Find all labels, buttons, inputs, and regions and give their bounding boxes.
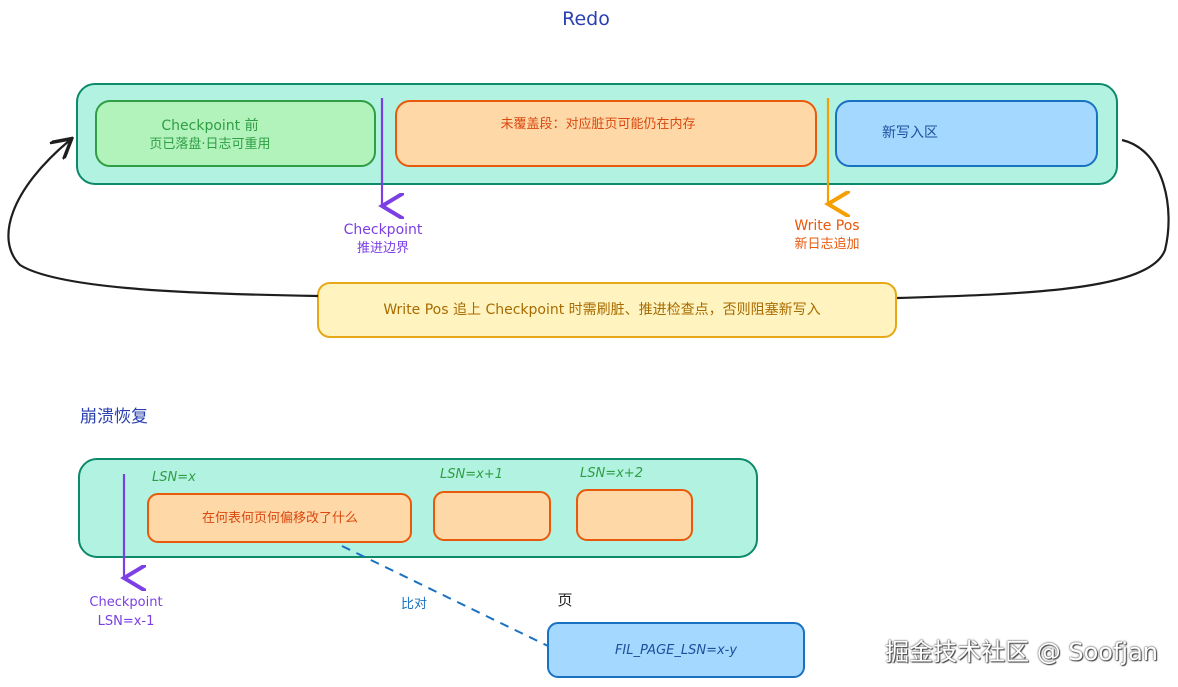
compare-dashed-line xyxy=(341,545,549,647)
lsn-label-x: LSN=x xyxy=(152,470,196,485)
new-write-area-box xyxy=(835,100,1098,167)
redo-record-box-2 xyxy=(433,491,551,541)
page-lsn-text: FIL_PAGE_LSN=x-y xyxy=(614,643,738,658)
checkpoint-marker-line2: 推进边界 xyxy=(356,241,410,256)
checkpoint-marker-line1: Checkpoint xyxy=(343,222,423,238)
recovery-checkpoint-line1: Checkpoint xyxy=(89,595,163,610)
redo-record-box xyxy=(147,493,412,543)
write-pos-marker-line2: 新日志追加 xyxy=(794,237,860,252)
lsn-label-x-plus-1: LSN=x+1 xyxy=(440,467,503,482)
redo-record-box-3 xyxy=(576,489,693,541)
redo-title: Redo xyxy=(562,8,610,30)
checkpoint-before-line2: 页已落盘·日志可重用 xyxy=(149,137,271,152)
redo-record-text: 在何表何页何偏移改了什么 xyxy=(201,511,359,526)
uncovered-segment-text: 未覆盖段：对应脏页可能仍在内存 xyxy=(500,117,696,132)
new-write-area-text: 新写入区 xyxy=(882,125,938,141)
checkpoint-before-box xyxy=(95,100,376,167)
wrap-around-note-box xyxy=(317,282,897,338)
compare-label: 比对 xyxy=(400,597,428,612)
recovery-checkpoint-line2: LSN=x-1 xyxy=(97,614,155,629)
wrap-around-note-text: Write Pos 追上 Checkpoint 时需刷脏、推进检查点，否则阻塞新… xyxy=(383,302,821,318)
wrap-around-connector xyxy=(896,138,1170,300)
write-pos-marker-line1: Write Pos xyxy=(794,218,860,234)
lsn-label-x-plus-2: LSN=x+2 xyxy=(580,466,643,481)
crash-recovery-title: 崩溃恢复 xyxy=(80,407,148,427)
page-lsn-box xyxy=(547,622,805,678)
checkpoint-before-line1: Checkpoint 前 xyxy=(161,118,259,134)
wrap-around-arrow xyxy=(7,140,319,298)
uncovered-segment-box xyxy=(395,100,817,167)
watermark: 掘金技术社区 @ Soofjan xyxy=(885,638,1158,666)
page-label: 页 xyxy=(557,591,573,609)
